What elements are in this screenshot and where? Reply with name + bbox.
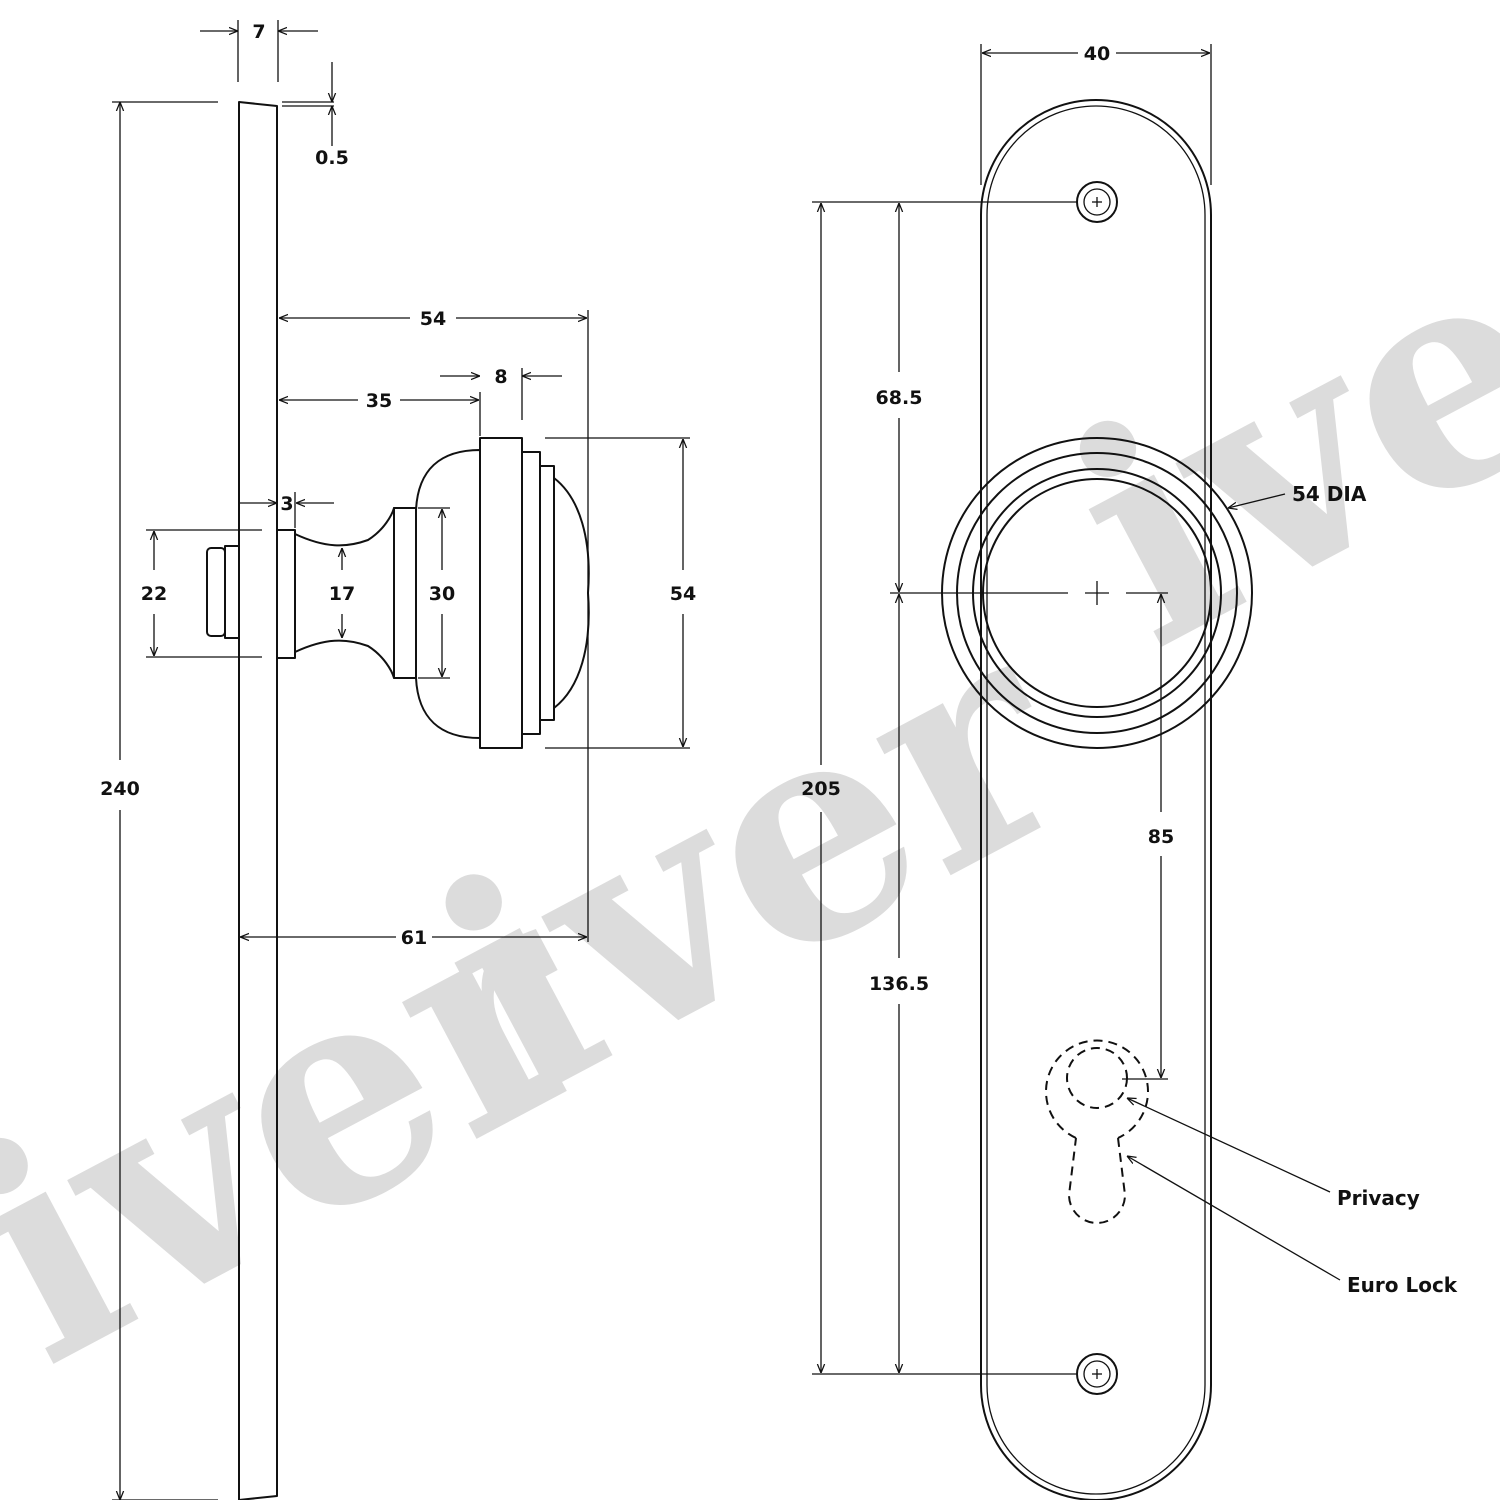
top-screw-icon — [1076, 181, 1118, 223]
label-spindle-boss: 22 — [141, 583, 167, 605]
euro-lock-callout: Euro Lock — [1127, 1156, 1458, 1297]
label-knob-dia: 54 — [670, 583, 696, 605]
dim-rim-depth: 8 — [440, 366, 562, 420]
dim-rose-thickness: 3 — [240, 492, 334, 528]
dim-plate-taper: 0.5 — [282, 62, 349, 169]
label-rim-depth: 8 — [494, 366, 507, 388]
label-fixing-centres: 205 — [801, 778, 841, 800]
dim-neck-depth: 35 — [279, 390, 481, 436]
label-collar-dia: 30 — [429, 583, 455, 605]
side-view: 7 0.5 240 54 3 — [100, 20, 696, 1500]
label-privacy: Privacy — [1337, 1186, 1420, 1210]
label-knob-projection: 54 — [420, 308, 446, 330]
label-centre-to-lock: 85 — [1148, 826, 1174, 848]
label-neck-depth: 35 — [366, 390, 392, 412]
knob-profile — [276, 437, 590, 749]
dim-centre-to-lock: 85 — [1122, 594, 1174, 1080]
label-euro-lock: Euro Lock — [1347, 1273, 1458, 1297]
label-rose-dia: 54 DIA — [1292, 482, 1367, 506]
dim-total-projection: 61 — [240, 927, 587, 949]
label-rose-thickness: 3 — [280, 493, 293, 515]
label-top-to-centre: 68.5 — [876, 387, 923, 409]
label-plate-height: 240 — [100, 778, 140, 800]
watermark: iver iver ive — [0, 178, 1500, 1432]
label-neck-dia: 17 — [329, 583, 355, 605]
dim-neck-dia: 17 — [329, 548, 355, 638]
label-plate-width: 40 — [1084, 43, 1110, 65]
backplate-bevel — [986, 105, 1206, 1495]
backplate-profile — [238, 101, 278, 1500]
backplate-outline — [980, 99, 1212, 1500]
dim-spindle-boss: 22 — [141, 529, 262, 658]
centre-mark-icon — [1085, 581, 1109, 605]
privacy-euro-keyhole — [1045, 1039, 1149, 1224]
dim-centre-to-bottom: 136.5 — [869, 594, 929, 1373]
label-total-projection: 61 — [401, 927, 427, 949]
dim-plate-height: 240 — [100, 101, 218, 1500]
dim-knob-dia: 54 — [545, 437, 696, 749]
dim-knob-projection: 54 — [279, 308, 589, 942]
front-view: 40 54 DIA 205 68.5 136.5 — [801, 43, 1458, 1500]
rose-dia-callout: 54 DIA — [1228, 482, 1367, 508]
bottom-screw-icon — [1076, 1353, 1118, 1395]
label-plate-taper: 0.5 — [315, 147, 349, 169]
dim-top-to-centre: 68.5 — [876, 203, 923, 592]
label-plate-thickness: 7 — [252, 21, 265, 43]
dim-plate-width: 40 — [980, 43, 1212, 185]
dim-fixing-centres: 205 — [801, 203, 841, 1373]
dim-plate-thickness: 7 — [200, 20, 318, 82]
dim-collar-dia: 30 — [418, 507, 455, 679]
label-centre-to-bottom: 136.5 — [869, 973, 929, 995]
watermark-text-c: ive — [1020, 178, 1500, 715]
spindle-boss-shape — [206, 545, 240, 639]
privacy-callout: Privacy — [1127, 1098, 1420, 1210]
